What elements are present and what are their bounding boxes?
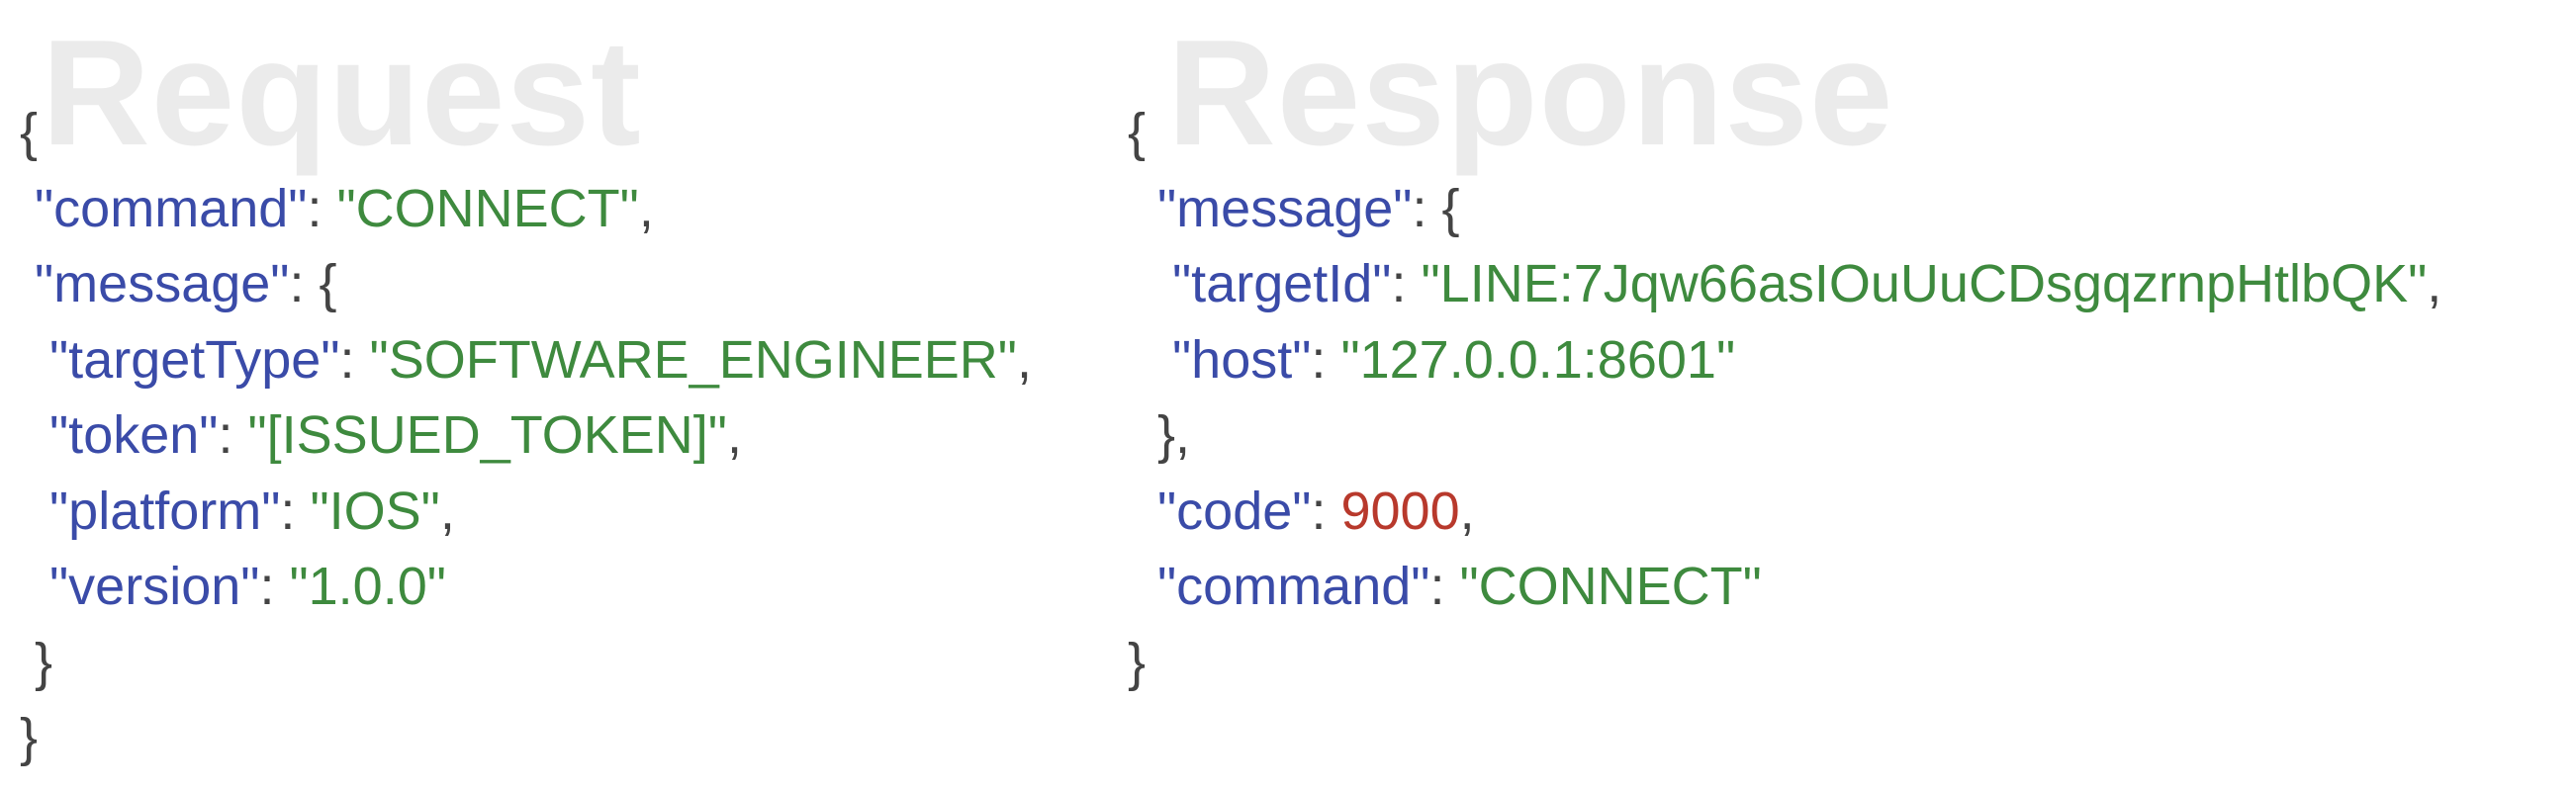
- json-punctuation: :: [1391, 254, 1422, 313]
- json-punctuation: ,: [439, 481, 455, 541]
- code-line: "targetId": "LINE:7Jqw66asIOuUuCDsgqzrnp…: [1128, 246, 2441, 322]
- json-string-value: "IOS": [310, 481, 440, 541]
- code-line: }: [20, 700, 1032, 776]
- request-panel: Request { "command": "CONNECT", "message…: [0, 0, 1108, 791]
- json-string-value: "LINE:7Jqw66asIOuUuCDsgqzrnpHtlbQK": [1421, 254, 2428, 313]
- json-punctuation: :: [218, 405, 248, 465]
- json-punctuation: {: [1128, 103, 1147, 162]
- json-punctuation: :: [1311, 481, 1341, 541]
- code-line: "command": "CONNECT": [1128, 549, 2441, 625]
- json-punctuation: }: [20, 632, 53, 692]
- json-key: "version": [49, 557, 260, 616]
- json-punctuation: {: [20, 103, 39, 162]
- json-key: "targetType": [49, 329, 340, 390]
- json-punctuation: [1128, 482, 1157, 541]
- response-panel: Response { "message": { "targetId": "LIN…: [1108, 0, 2576, 791]
- request-json-block: { "command": "CONNECT", "message": { "ta…: [20, 95, 1032, 776]
- json-punctuation: [1128, 330, 1172, 390]
- json-punctuation: : {: [289, 254, 337, 313]
- json-punctuation: [1128, 179, 1157, 238]
- json-punctuation: },: [1128, 405, 1191, 465]
- json-key: "command": [1157, 557, 1430, 616]
- json-punctuation: :: [1311, 329, 1341, 390]
- json-key: "message": [1157, 178, 1413, 238]
- code-line: "code": 9000,: [1128, 474, 2441, 550]
- code-line: "message": {: [1128, 171, 2441, 247]
- json-punctuation: [20, 557, 49, 616]
- json-string-value: "CONNECT": [1459, 557, 1762, 616]
- json-punctuation: }: [1128, 632, 1147, 692]
- json-key: "message": [35, 254, 290, 313]
- json-punctuation: :: [280, 481, 311, 541]
- code-line: "version": "1.0.0": [20, 549, 1032, 625]
- json-punctuation: :: [307, 178, 337, 238]
- code-line: "platform": "IOS",: [20, 474, 1032, 550]
- json-punctuation: [20, 330, 49, 390]
- json-punctuation: ,: [1016, 329, 1032, 390]
- json-string-value: "SOFTWARE_ENGINEER": [369, 329, 1017, 390]
- json-key: "platform": [49, 481, 281, 541]
- json-punctuation: [20, 405, 49, 465]
- json-punctuation: : {: [1412, 178, 1460, 238]
- json-number-value: 9000: [1340, 481, 1460, 541]
- response-watermark: Response: [1167, 9, 1894, 177]
- json-key: "token": [49, 405, 219, 465]
- json-key: "targetId": [1172, 254, 1392, 313]
- code-line: {: [20, 95, 1032, 171]
- json-key: "code": [1157, 481, 1312, 541]
- json-punctuation: [20, 482, 49, 541]
- code-line: "token": "[ISSUED_TOKEN]",: [20, 397, 1032, 474]
- json-punctuation: ,: [1459, 481, 1475, 541]
- code-line: "targetType": "SOFTWARE_ENGINEER",: [20, 322, 1032, 398]
- json-punctuation: :: [259, 557, 290, 616]
- json-key: "host": [1172, 329, 1312, 390]
- json-punctuation: [20, 254, 35, 313]
- code-line: "message": {: [20, 246, 1032, 322]
- json-key: "command": [35, 178, 308, 238]
- json-punctuation: }: [20, 708, 39, 767]
- json-punctuation: :: [339, 329, 370, 390]
- response-json-block: { "message": { "targetId": "LINE:7Jqw66a…: [1128, 95, 2441, 700]
- json-string-value: "CONNECT": [336, 178, 639, 238]
- code-line: "command": "CONNECT",: [20, 171, 1032, 247]
- json-punctuation: ,: [726, 405, 742, 465]
- code-line: }: [1128, 625, 2441, 701]
- code-line: {: [1128, 95, 2441, 171]
- json-punctuation: ,: [638, 178, 654, 238]
- json-punctuation: :: [1429, 557, 1460, 616]
- code-line: },: [1128, 397, 2441, 474]
- code-line: "host": "127.0.0.1:8601": [1128, 322, 2441, 398]
- json-string-value: "127.0.0.1:8601": [1340, 329, 1736, 390]
- json-string-value: "1.0.0": [289, 557, 446, 616]
- json-punctuation: ,: [2427, 254, 2442, 313]
- request-watermark: Request: [42, 9, 642, 177]
- code-line: }: [20, 625, 1032, 701]
- json-punctuation: [20, 179, 35, 238]
- json-punctuation: [1128, 254, 1172, 313]
- json-punctuation: [1128, 557, 1157, 616]
- json-string-value: "[ISSUED_TOKEN]": [247, 405, 727, 465]
